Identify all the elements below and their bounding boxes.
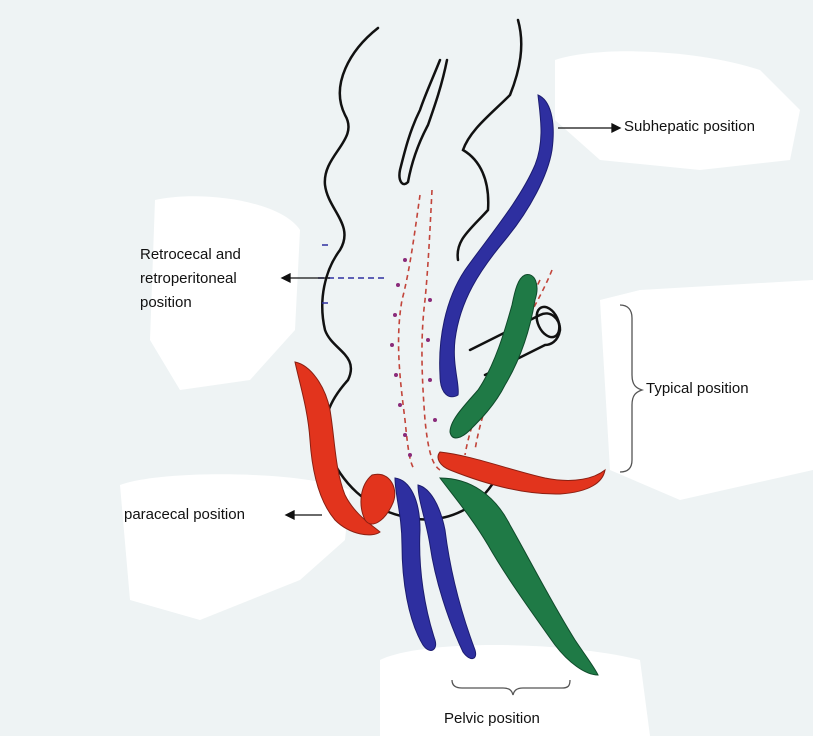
subhepatic-label: Subhepatic position <box>624 116 755 138</box>
retrocecal-label-line2: retroperitoneal <box>140 268 237 290</box>
typical-label: Typical position <box>646 378 749 400</box>
pelvic-label: Pelvic position <box>444 708 540 730</box>
retroperitoneal-dots <box>390 258 437 457</box>
colon-outline <box>322 20 564 519</box>
retrocecal-label-line3: position <box>140 292 192 314</box>
retrocecal-appendix <box>399 190 552 470</box>
retrocecal-label-line1: Retrocecal and <box>140 244 241 266</box>
paracecal-label: paracecal position <box>124 504 245 526</box>
